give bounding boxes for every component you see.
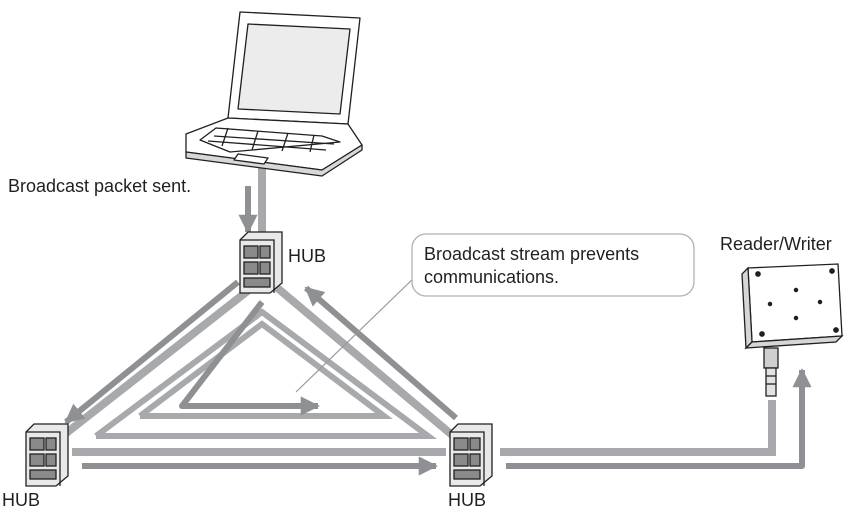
callout-text-line2: communications. [424, 267, 559, 287]
traffic-arrows [64, 186, 812, 476]
cable-right-reader [500, 400, 776, 456]
cable-top-left [57, 282, 257, 442]
loop-ring-inner [138, 320, 393, 419]
cable-top-right [272, 282, 461, 444]
network-cables [57, 150, 776, 456]
hub-icon [25, 423, 69, 487]
callout-pointer [295, 273, 419, 393]
hub-right-label: HUB [448, 490, 486, 510]
arrow-loop-inner [179, 300, 320, 416]
arrow-right-to-reader [506, 368, 812, 469]
hub-icon [239, 231, 283, 294]
arrow-top-to-left [64, 279, 240, 425]
broadcast-loop-rings [94, 308, 438, 439]
hub-left-label: HUB [2, 490, 40, 510]
callout-text-line1: Broadcast stream prevents [424, 244, 639, 264]
loop-ring-outer [94, 308, 438, 439]
reader-writer-label: Reader/Writer [720, 234, 832, 254]
hub-icon [449, 423, 493, 487]
arrow-right-to-top [304, 285, 458, 421]
hub-top-label: HUB [288, 246, 326, 266]
reader-writer-icon [741, 263, 844, 397]
callout-box [411, 233, 695, 297]
laptop-icon [185, 11, 363, 177]
broadcast-sent-label: Broadcast packet sent. [8, 176, 191, 196]
callout: Broadcast stream prevents communications… [295, 233, 695, 393]
